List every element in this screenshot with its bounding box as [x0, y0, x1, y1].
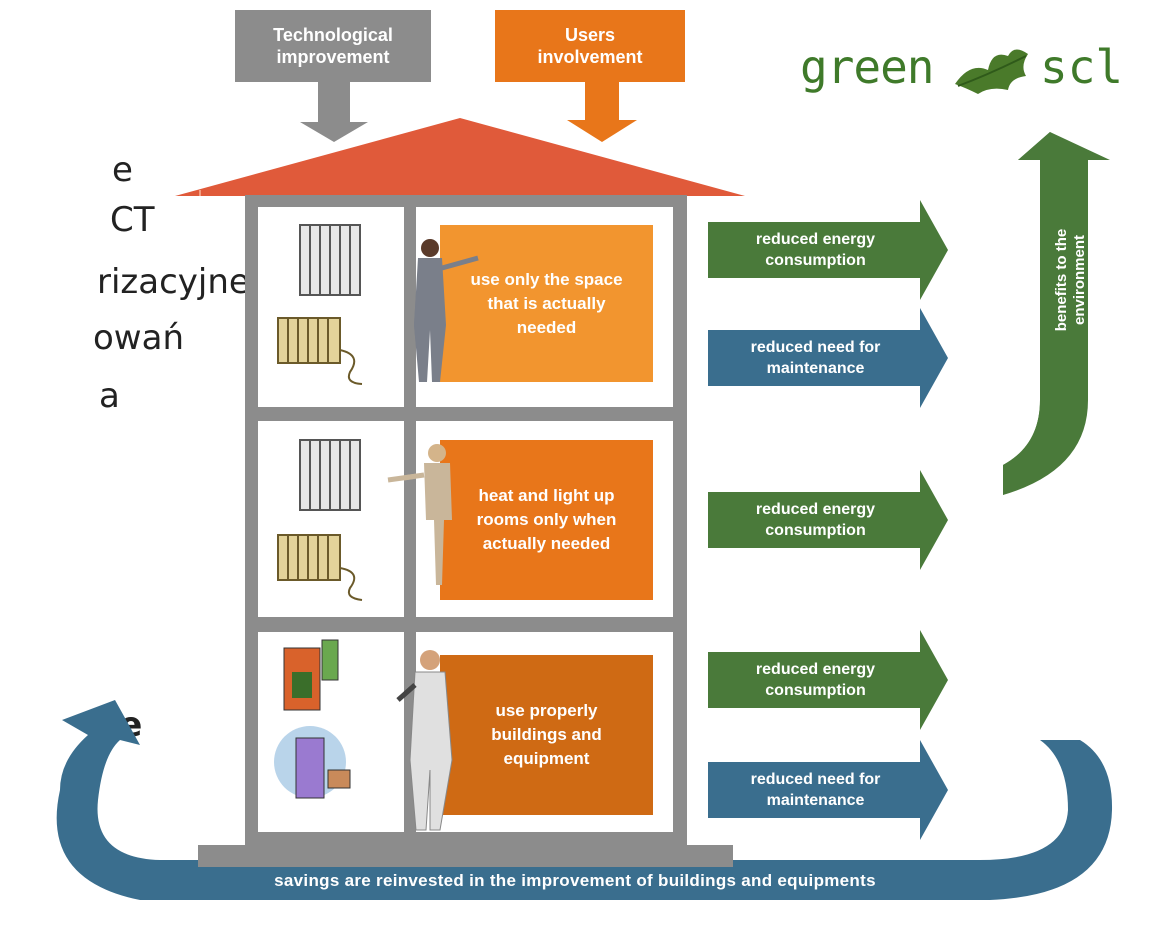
floor2-card: heat and light up rooms only when actual… — [440, 440, 653, 600]
room-floor3-left — [258, 632, 404, 832]
users-down-arrow — [567, 82, 637, 142]
slide-text-line-3: rizacyjne — [97, 262, 250, 302]
logo-text: green — [800, 40, 934, 94]
slide-text-line-4: owań — [93, 318, 184, 358]
arrow-label-1: reduced energy consumption — [755, 231, 876, 269]
arrow-label-3: reduced energy consumption — [755, 501, 876, 539]
logo-text-tail: scl — [1040, 40, 1124, 94]
arrow-label-2: reduced need for maintenance — [750, 339, 881, 377]
floor1-card: use only the space that is actually need… — [440, 225, 653, 382]
tech-down-arrow — [300, 82, 368, 142]
green-school-logo: green scl — [800, 40, 1165, 100]
room-floor1-left — [258, 207, 404, 407]
room-floor2-left — [258, 421, 404, 617]
oak-leaf-icon — [955, 49, 1028, 94]
reinvest-label: savings are reinvested in the improvemen… — [274, 871, 876, 890]
roof — [175, 118, 745, 196]
slide-text-line-5: a — [99, 376, 120, 416]
floor3-card: use properly buildings and equipment — [440, 655, 653, 815]
technological-improvement-box: Technological improvement — [235, 10, 431, 82]
slide-text-line-1: e — [112, 150, 133, 190]
arrow-label-5: reduced need for maintenance — [750, 771, 881, 809]
slide-text-line-2: CT — [110, 200, 155, 240]
benefits-label: benefits to the environment — [1053, 228, 1088, 332]
house-base — [198, 845, 733, 867]
arrow-label-4: reduced energy consumption — [755, 661, 876, 699]
users-involvement-box: Users involvement — [495, 10, 685, 82]
